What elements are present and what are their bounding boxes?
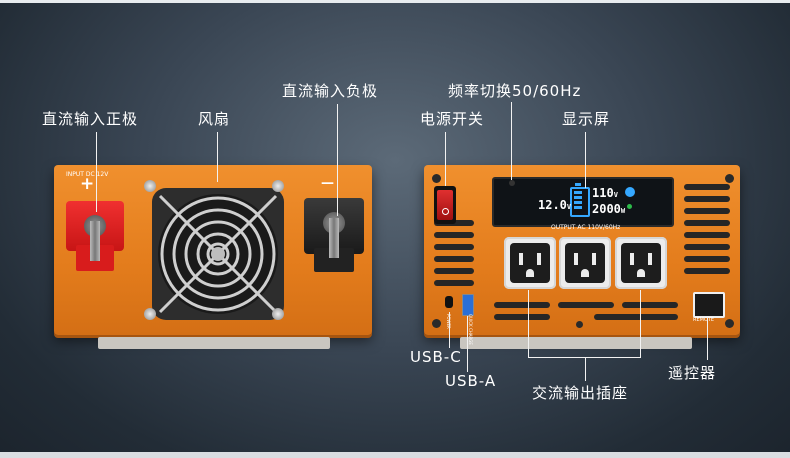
leader-usb-a xyxy=(467,316,468,372)
leader-frequency-switch xyxy=(511,102,512,180)
vent-slot xyxy=(494,302,550,308)
lcd-display xyxy=(492,177,674,227)
label-display: 显示屏 xyxy=(562,110,611,128)
lcd-output-voltage-unit: V xyxy=(613,191,618,199)
label-remote: 遥控器 xyxy=(668,364,717,382)
ac-outlet-2[interactable] xyxy=(559,237,611,289)
leader-dc-positive xyxy=(96,132,97,212)
ac-outlet-3[interactable] xyxy=(615,237,667,289)
leader-ac-outlets xyxy=(585,357,586,381)
vent-slot xyxy=(684,256,730,262)
dc-panel-base xyxy=(98,337,330,349)
panel-screw-mid xyxy=(576,321,583,328)
plus-sign: + xyxy=(80,174,95,194)
vent-slot xyxy=(434,256,474,262)
remote-port[interactable] xyxy=(693,292,725,318)
label-fan: 风扇 xyxy=(198,110,231,128)
positive-terminal xyxy=(66,201,124,271)
leader-usb-c xyxy=(449,312,450,348)
leader-ac-outlet-3 xyxy=(640,290,641,358)
fan-screw-tr xyxy=(272,180,284,192)
lcd-input-voltage: 12.0V xyxy=(538,198,571,212)
usb-a-port[interactable] xyxy=(462,294,474,316)
fan-screw-bl xyxy=(144,308,156,320)
vent-slot xyxy=(684,196,730,202)
panel-screw-tl xyxy=(432,174,441,183)
vent-slot xyxy=(684,220,730,226)
label-ac-outlets: 交流输出插座 xyxy=(532,384,629,402)
label-frequency-switch: 频率切换50/60Hz xyxy=(448,82,582,100)
fan-screw-tl xyxy=(144,180,156,192)
leader-fan xyxy=(217,132,218,182)
cooling-fan xyxy=(146,182,290,326)
power-switch[interactable] xyxy=(434,186,456,224)
vent-slot xyxy=(594,314,678,320)
lcd-input-voltage-value: 12.0 xyxy=(538,198,567,212)
frequency-switch-button[interactable] xyxy=(509,180,515,186)
lcd-power-value: 2000 xyxy=(592,202,621,216)
vent-slot xyxy=(434,244,474,250)
fan-screw-br xyxy=(272,308,284,320)
leader-ac-outlet-1 xyxy=(528,290,529,358)
lcd-status-icon xyxy=(625,187,635,197)
vent-slot xyxy=(684,208,730,214)
ac-panel-base xyxy=(460,337,692,349)
usb-c-port[interactable] xyxy=(445,296,453,308)
lcd-output-voltage: 110V xyxy=(592,186,618,200)
lcd-status-dot xyxy=(627,204,632,209)
leader-ac-outlets-bar xyxy=(528,357,641,358)
vent-slot xyxy=(622,302,678,308)
ac-outlet-1[interactable] xyxy=(504,237,556,289)
usb-a-port-text: QUICK CHARGE xyxy=(468,314,473,345)
vent-slot xyxy=(684,232,730,238)
label-dc-negative: 直流输入负极 xyxy=(282,82,379,100)
lcd-battery-icon xyxy=(570,183,590,217)
leader-power-switch xyxy=(445,132,446,186)
label-dc-positive: 直流输入正极 xyxy=(42,110,139,128)
vent-slot xyxy=(494,314,550,320)
vent-slot xyxy=(434,268,474,274)
label-usb-c: USB-C xyxy=(410,348,462,366)
leader-remote xyxy=(707,316,708,360)
leader-dc-negative xyxy=(337,104,338,216)
panel-screw-bl xyxy=(432,319,441,328)
vent-slot xyxy=(684,184,730,190)
output-rating-text: OUTPUT AC 110V/60Hz xyxy=(551,224,621,231)
top-border xyxy=(0,0,790,3)
input-rating-text: INPUT DC 12V xyxy=(66,171,109,178)
panel-screw-tr xyxy=(725,174,734,183)
panel-screw-br xyxy=(725,319,734,328)
vent-slot xyxy=(434,232,474,238)
lcd-power: 2000W xyxy=(592,202,625,216)
lcd-power-unit: W xyxy=(620,207,626,215)
vent-slot xyxy=(558,302,614,308)
vent-slot xyxy=(434,280,474,286)
lcd-output-voltage-value: 110 xyxy=(592,186,614,200)
label-usb-a: USB-A xyxy=(445,372,497,390)
remote-port-text: REMOTE xyxy=(693,317,715,323)
bottom-border xyxy=(0,452,790,458)
leader-display xyxy=(585,132,586,188)
vent-slot xyxy=(684,244,730,250)
lcd-input-voltage-unit: V xyxy=(566,203,572,211)
negative-terminal xyxy=(304,198,364,274)
vent-slot xyxy=(684,268,730,274)
minus-sign: — xyxy=(321,176,334,191)
label-power-switch: 电源开关 xyxy=(420,110,485,128)
